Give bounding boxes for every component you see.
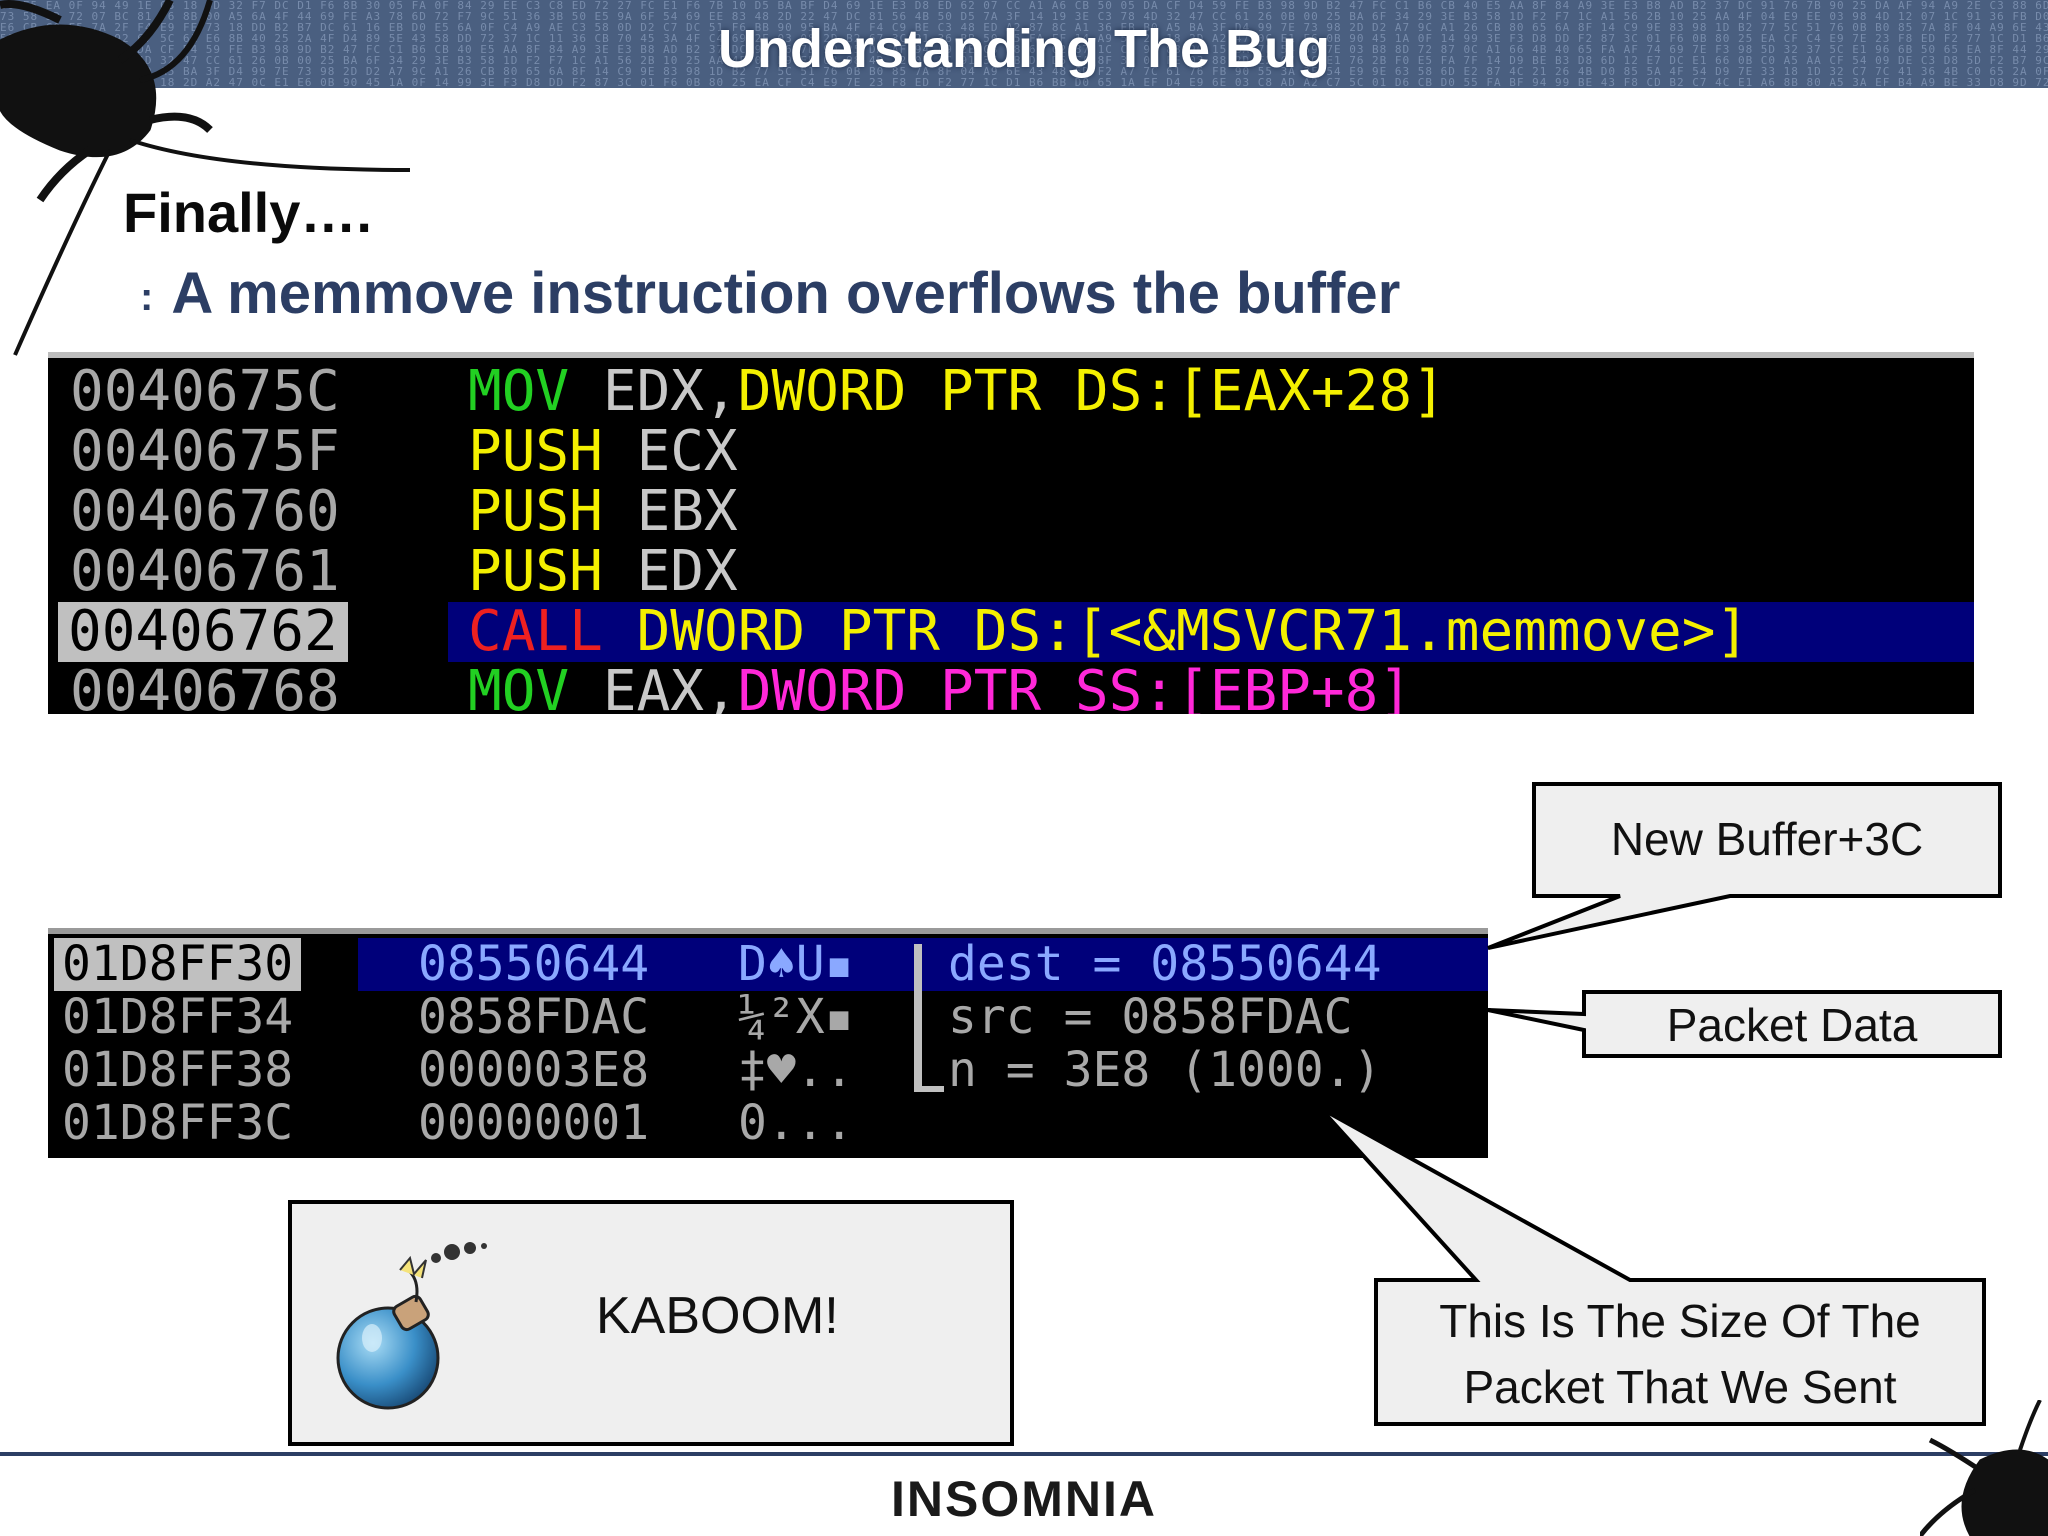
stack-ascii: 0...: [738, 1095, 854, 1151]
instruction-mnemonic: CALL: [468, 599, 603, 664]
instruction-operand: EDX,: [569, 359, 738, 424]
stack-value: 08550644: [418, 936, 650, 992]
bullet-mark: :: [140, 275, 154, 320]
callout-new-buffer-shape: [1487, 782, 2002, 950]
instruction-operand: ECX: [602, 419, 738, 484]
cockroach-icon: [0, 0, 411, 356]
stack-ascii: D♠U▪: [738, 936, 854, 992]
instruction-operand: DWORD PTR DS:[<&MSVCR71.memmove>]: [602, 599, 1750, 664]
footer-divider: [0, 1452, 2048, 1456]
instruction-mnemonic: PUSH: [468, 479, 603, 544]
callout-packet-data-shape: [1487, 990, 2002, 1058]
stack-row[interactable]: 01D8FF34 0858FDAC ¼²X▪ src = 0858FDAC: [48, 991, 1488, 1044]
stack-ascii: ¼²X▪: [738, 989, 854, 1045]
slide-title: Understanding The Bug: [718, 19, 1330, 79]
footer-logo: INSOMNIA: [891, 1471, 1157, 1527]
bullet-point: : A memmove instruction overflows the buf…: [140, 260, 1400, 327]
instruction-operand: EDX: [602, 539, 738, 604]
stack-row[interactable]: 01D8FF30 08550644 D♠U▪ dest = 08550644: [48, 938, 1488, 991]
instruction-text: PUSH EBX: [468, 482, 738, 542]
instruction-operand: DWORD PTR SS:[EBP+8]: [737, 659, 1413, 715]
callout-new-buffer: New Buffer+3C: [1610, 813, 1924, 865]
instruction-mnemonic: MOV: [468, 659, 570, 715]
instruction-mnemonic: PUSH: [468, 539, 603, 604]
disassembly-row[interactable]: 00406768 MOV EAX,DWORD PTR SS:[EBP+8]: [48, 659, 1974, 715]
stack-comment: dest = 08550644: [948, 936, 1382, 992]
instruction-address: 00406762: [58, 602, 348, 662]
slide-heading: Finally….: [123, 181, 372, 244]
instruction-text: MOV EDX,DWORD PTR DS:[EAX+28]: [468, 362, 1446, 422]
instruction-mnemonic: PUSH: [468, 419, 603, 484]
instruction-operand: EAX,: [569, 659, 738, 715]
instruction-text: CALL DWORD PTR DS:[<&MSVCR71.memmove>]: [468, 602, 1749, 662]
stack-value: 0858FDAC: [418, 989, 650, 1045]
stack-comment: src = 0858FDAC: [948, 989, 1353, 1045]
callout-size-line1: This Is The Size Of The: [1439, 1295, 1921, 1347]
instruction-text: MOV EAX,DWORD PTR SS:[EBP+8]: [468, 659, 1413, 715]
disassembly-row[interactable]: 00406761 PUSH EDX: [48, 542, 1974, 602]
bullet-text: A memmove instruction overflows the buff…: [171, 261, 1401, 326]
instruction-address: 00406768: [70, 659, 340, 715]
argument-bracket: [914, 944, 922, 1092]
stack-ascii: ‡♥..: [738, 1042, 854, 1098]
argument-bracket-foot: [914, 1086, 944, 1092]
stack-address: 01D8FF38: [62, 1042, 294, 1098]
disassembly-row[interactable]: 0040675F PUSH ECX: [48, 422, 1974, 482]
bomb-icon: [336, 1242, 487, 1410]
callout-size-line2: Packet That We Sent: [1463, 1361, 1897, 1413]
stack-address: 01D8FF30: [54, 938, 302, 991]
callout-packet-data: Packet Data: [1666, 999, 1918, 1051]
disassembly-row[interactable]: 0040675C MOV EDX,DWORD PTR DS:[EAX+28]: [48, 362, 1974, 422]
instruction-address: 00406760: [70, 479, 340, 544]
selected-stack-highlight: [358, 938, 1488, 991]
stack-value: 000003E8: [418, 1042, 650, 1098]
instruction-address: 0040675F: [70, 419, 340, 484]
disassembly-row[interactable]: 00406760 PUSH EBX: [48, 482, 1974, 542]
stack-row[interactable]: 01D8FF3C 00000001 0...: [48, 1097, 1488, 1150]
instruction-text: PUSH EDX: [468, 542, 738, 602]
disassembly-row[interactable]: 00406762 CALL DWORD PTR DS:[<&MSVCR71.mem…: [48, 602, 1974, 662]
instruction-operand: EBX: [602, 479, 738, 544]
stack-row[interactable]: 01D8FF38 000003E8 ‡♥.. n = 3E8 (1000.): [48, 1044, 1488, 1097]
callout-size-shape: [1318, 1106, 1986, 1426]
stack-address: 01D8FF34: [62, 989, 294, 1045]
instruction-text: PUSH ECX: [468, 422, 738, 482]
cockroach-icon: [1920, 1400, 2048, 1536]
selected-row-highlight: [448, 602, 1974, 662]
instruction-mnemonic: MOV: [468, 359, 570, 424]
stack-comment: n = 3E8 (1000.): [948, 1042, 1382, 1098]
stack-value: 00000001: [418, 1095, 650, 1151]
instruction-operand: DWORD PTR DS:[EAX+28]: [737, 359, 1446, 424]
kaboom-text: KABOOM!: [596, 1287, 839, 1345]
stack-address: 01D8FF3C: [62, 1095, 294, 1151]
instruction-address: 0040675C: [70, 359, 340, 424]
instruction-address: 00406761: [70, 539, 340, 604]
